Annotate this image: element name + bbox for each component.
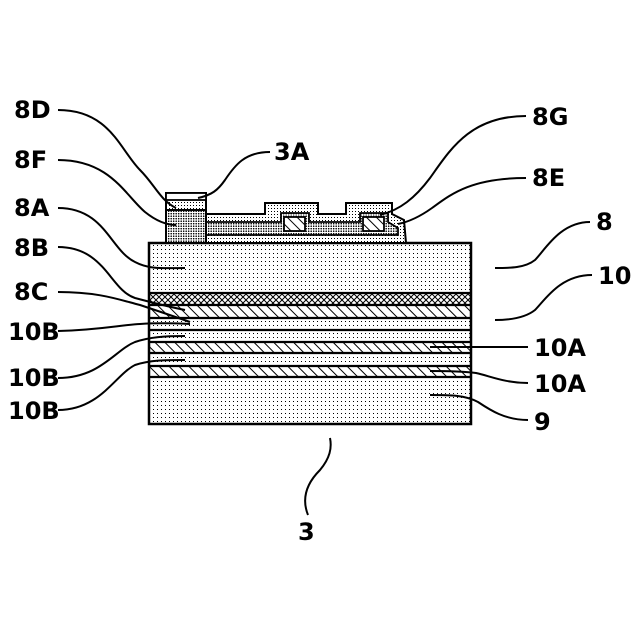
ridge-block-right (363, 217, 384, 231)
layer-8a-top-cladding (149, 243, 471, 293)
label-8g: 8G (532, 103, 568, 131)
layer-10b-1 (149, 318, 471, 330)
pad-3a (166, 193, 206, 200)
label-8c: 8C (14, 278, 48, 306)
label-3a: 3A (274, 138, 310, 166)
leader-8 (495, 222, 590, 268)
layer-8c-crossed (149, 293, 471, 305)
label-8: 8 (596, 208, 613, 236)
label-10a-2: 10A (534, 370, 586, 398)
layer-10b-3 (149, 353, 471, 366)
label-10b-2: 10B (8, 364, 60, 392)
layer-10b-2 (149, 330, 471, 342)
leader-10 (495, 275, 592, 320)
label-8b: 8B (14, 234, 49, 262)
label-8d: 8D (14, 96, 51, 124)
label-9: 9 (534, 408, 551, 436)
label-10b-3: 10B (8, 397, 60, 425)
leader-3 (305, 438, 331, 515)
leader-8e (398, 178, 526, 224)
layer-stack (149, 243, 471, 424)
pad-8f (166, 210, 206, 243)
label-10: 10 (598, 262, 631, 290)
top-electrode-structure (166, 193, 406, 243)
label-10a-1: 10A (534, 334, 586, 362)
label-8f: 8F (14, 146, 47, 174)
label-3: 3 (298, 518, 315, 546)
ridge-block-left (284, 217, 305, 231)
layer-9-substrate (149, 377, 471, 424)
layer-10a-2 (149, 366, 471, 377)
leader-8d (58, 110, 176, 208)
label-10b-1: 10B (8, 318, 60, 346)
layer-8b-hatched (149, 305, 471, 318)
leader-3a (198, 152, 270, 198)
leader-8g (380, 116, 526, 215)
label-8a: 8A (14, 194, 50, 222)
layer-10a-1 (149, 342, 471, 353)
label-8e: 8E (532, 164, 565, 192)
